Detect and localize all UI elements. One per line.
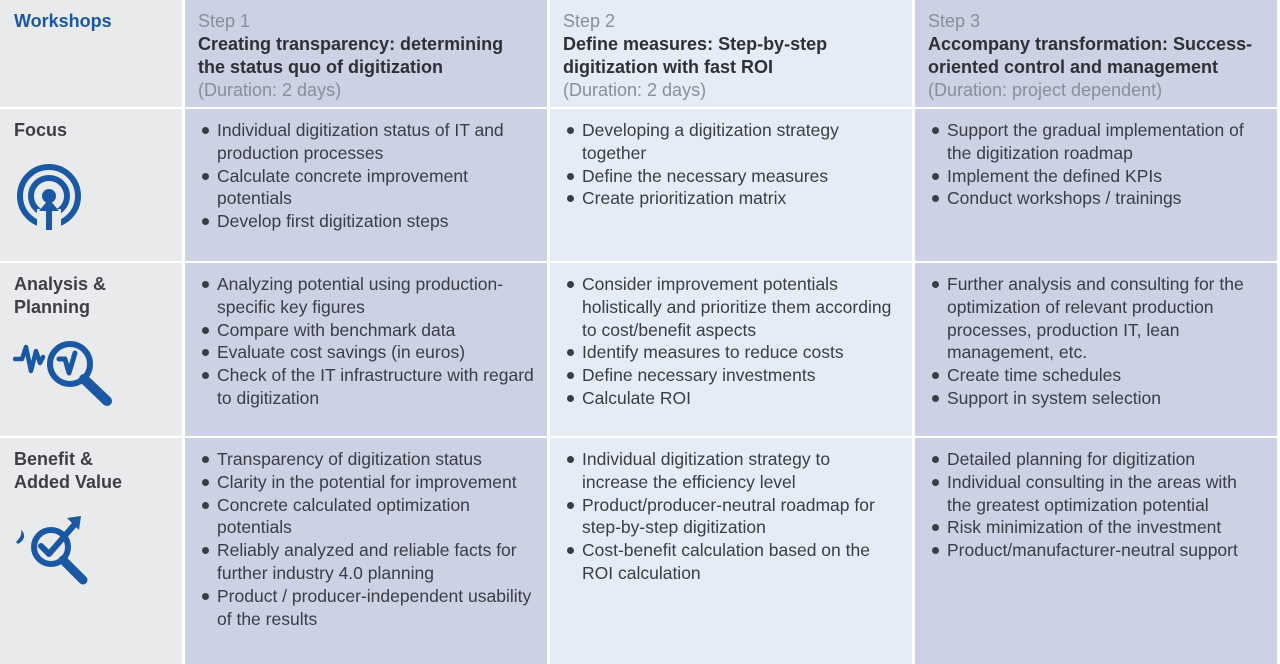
list-item: Support the gradual implementation of th… [928, 119, 1265, 165]
benefit-label-cell: Benefit & Added Value [0, 438, 182, 664]
step-number: Step 1 [198, 11, 251, 31]
list-item: Calculate ROI [563, 387, 900, 410]
step-3-header: Step 3 Accompany transformation: Success… [915, 0, 1277, 107]
step-title: Define measures: Step-by-step digitizati… [563, 34, 828, 77]
list-item: Product/manufacturer-neutral support [928, 539, 1265, 562]
list-item: Individual digitization strategy to incr… [563, 448, 900, 494]
target-icon [17, 164, 81, 233]
list-item: Define necessary investments [563, 364, 900, 387]
list-item: Identify measures to reduce costs [563, 341, 900, 364]
focus-step-2: Developing a digitization strategy toget… [550, 109, 912, 261]
list-item: Support in system selection [928, 387, 1265, 410]
step-title: Accompany transformation: Success-orient… [928, 34, 1253, 77]
step-duration: (Duration: 2 days) [198, 80, 342, 100]
benefit-step-2: Individual digitization strategy to incr… [550, 438, 912, 664]
list-item: Reliably analyzed and reliable facts for… [198, 539, 535, 585]
list-item: Consider improvement potentials holistic… [563, 273, 900, 341]
list-item: Clarity in the potential for improvement [198, 471, 535, 494]
step-duration: (Duration: project dependent) [928, 80, 1163, 100]
list-item: Transparency of digitization status [198, 448, 535, 471]
list-item: Product / producer-independent usability… [198, 585, 535, 631]
workshops-header-cell: Workshops [0, 0, 182, 107]
list-item: Product/producer-neutral roadmap for ste… [563, 494, 900, 540]
step-title: Creating transparency: determining the s… [198, 34, 504, 77]
list-item: Individual consulting in the areas with … [928, 471, 1265, 517]
benefit-check-icon [16, 516, 88, 585]
list-item: Detailed planning for digitization [928, 448, 1265, 471]
step-number: Step 3 [928, 11, 981, 31]
step-duration: (Duration: 2 days) [563, 80, 707, 100]
list-item: Concrete calculated optimization potenti… [198, 494, 535, 540]
workshops-title: Workshops [14, 11, 112, 31]
list-item: Individual digitization status of IT and… [198, 119, 535, 165]
list-item: Define the necessary measures [563, 165, 900, 188]
list-item: Implement the defined KPIs [928, 165, 1265, 188]
focus-label-cell: Focus [0, 109, 182, 261]
step-1-header: Step 1 Creating transparency: determinin… [185, 0, 547, 107]
row-title-focus: Focus [14, 120, 68, 140]
step-number: Step 2 [563, 11, 616, 31]
row-title-benefit: Benefit & Added Value [14, 449, 123, 492]
step-2-header: Step 2 Define measures: Step-by-step dig… [550, 0, 912, 107]
row-title-analysis: Analysis & Planning [14, 274, 107, 317]
benefit-step-3: Detailed planning for digitization Indiv… [915, 438, 1277, 664]
list-item: Further analysis and consulting for the … [928, 273, 1265, 364]
analysis-label-cell: Analysis & Planning [0, 263, 182, 436]
list-item: Cost-benefit calculation based on the RO… [563, 539, 900, 585]
list-item: Calculate concrete improvement potential… [198, 165, 535, 211]
analysis-step-2: Consider improvement potentials holistic… [550, 263, 912, 436]
benefit-step-1: Transparency of digitization status Clar… [185, 438, 547, 664]
list-item: Conduct workshops / trainings [928, 187, 1265, 210]
list-item: Create prioritization matrix [563, 187, 900, 210]
focus-step-3: Support the gradual implementation of th… [915, 109, 1277, 261]
list-item: Developing a digitization strategy toget… [563, 119, 900, 165]
analysis-step-1: Analyzing potential using production-spe… [185, 263, 547, 436]
list-item: Risk minimization of the investment [928, 516, 1265, 539]
list-item: Check of the IT infrastructure with rega… [198, 364, 535, 410]
list-item: Evaluate cost savings (in euros) [198, 341, 535, 364]
list-item: Develop first digitization steps [198, 210, 535, 233]
focus-step-1: Individual digitization status of IT and… [185, 109, 547, 261]
list-item: Compare with benchmark data [198, 319, 535, 342]
analysis-step-3: Further analysis and consulting for the … [915, 263, 1277, 436]
list-item: Create time schedules [928, 364, 1265, 387]
analysis-magnifier-icon [13, 341, 112, 406]
list-item: Analyzing potential using production-spe… [198, 273, 535, 319]
